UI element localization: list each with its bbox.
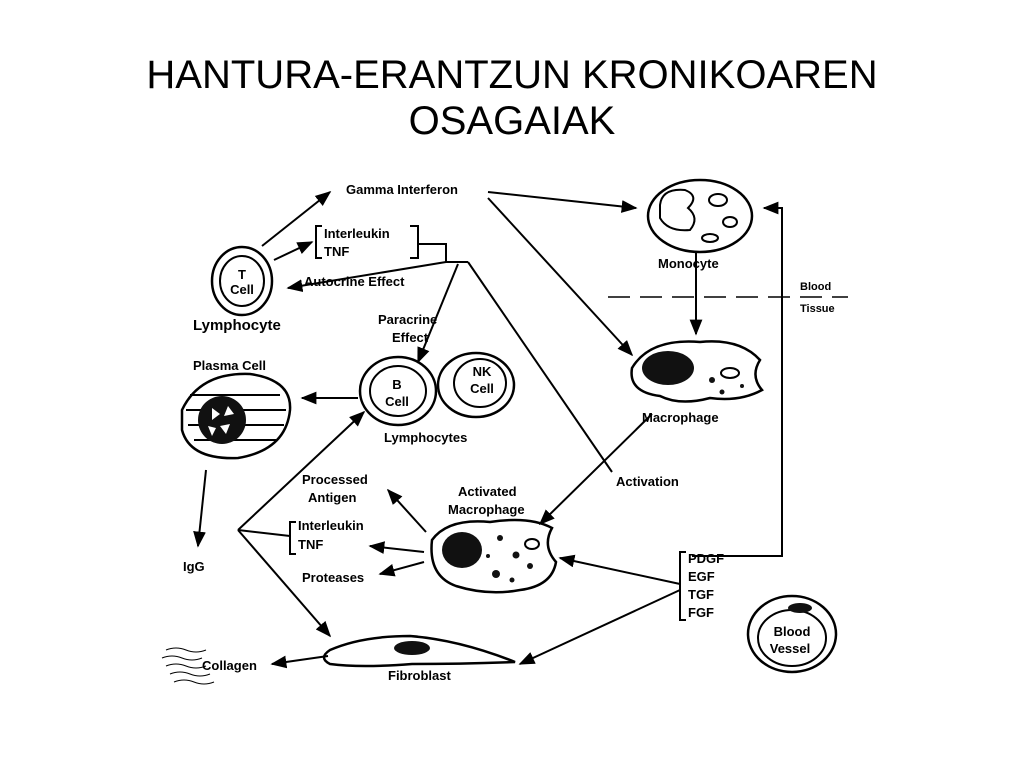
bracket-mid — [289, 521, 296, 555]
b-cell — [358, 355, 438, 427]
label-activation: Activation — [616, 474, 679, 489]
label-tnf-top: TNF — [324, 244, 349, 259]
label-blood-vessel-1: Blood — [774, 624, 811, 639]
t-cell — [210, 245, 274, 317]
label-tissue: Tissue — [800, 303, 835, 315]
collagen-fibers — [161, 647, 215, 685]
label-gamma-interferon: Gamma Interferon — [346, 182, 458, 197]
label-t-cell-t: T — [238, 267, 246, 282]
label-processed-1: Processed — [302, 472, 368, 487]
label-lymphocytes: Lymphocytes — [384, 430, 467, 445]
label-macrophage: Macrophage — [642, 410, 719, 425]
label-fibroblast: Fibroblast — [388, 668, 452, 683]
label-igg: IgG — [183, 559, 205, 574]
label-interleukin-top: Interleukin — [324, 226, 390, 241]
label-t-cell-cell: Cell — [230, 282, 254, 297]
slide-title: HANTURA-ERANTZUN KRONIKOAREN OSAGAIAK — [0, 52, 1024, 144]
label-b-cell-cell: Cell — [385, 394, 409, 409]
label-lymphocyte: Lymphocyte — [193, 317, 281, 334]
connector-arrows — [193, 191, 783, 669]
label-blood: Blood — [800, 281, 831, 293]
fibroblast-cell — [322, 634, 516, 668]
label-monocyte: Monocyte — [658, 256, 719, 271]
label-collagen: Collagen — [202, 658, 257, 673]
label-plasma-cell: Plasma Cell — [193, 358, 266, 373]
label-fgf: FGF — [688, 605, 714, 620]
label-tnf-mid: TNF — [298, 537, 323, 552]
nk-cell — [436, 351, 516, 419]
monocyte-cell — [646, 178, 754, 254]
activated-macrophage-cell — [430, 518, 558, 594]
bracket-top-right — [410, 225, 419, 259]
blood-vessel-cell — [746, 594, 838, 674]
label-proteases: Proteases — [302, 570, 364, 585]
label-activated-2: Macrophage — [448, 502, 525, 517]
label-activated-1: Activated — [458, 484, 517, 499]
label-paracrine-2: Effect — [392, 330, 429, 345]
plasma-cell — [180, 372, 292, 460]
title-line-2: OSAGAIAK — [408, 99, 616, 143]
label-nk-cell-cell: Cell — [470, 381, 494, 396]
bracket-growth-factors — [679, 551, 686, 621]
label-tgf: TGF — [688, 587, 714, 602]
label-egf: EGF — [688, 569, 715, 584]
label-blood-vessel-2: Vessel — [770, 641, 811, 656]
label-interleukin-mid: Interleukin — [298, 518, 364, 533]
label-autocrine-effect: Autocrine Effect — [304, 274, 405, 289]
label-paracrine-1: Paracrine — [378, 312, 437, 327]
label-nk-cell-nk: NK — [473, 364, 492, 379]
title-line-1: HANTURA-ERANTZUN KRONIKOAREN — [146, 53, 878, 97]
bracket-top-left — [315, 225, 322, 259]
label-processed-2: Antigen — [308, 490, 356, 505]
label-b-cell-b: B — [392, 377, 401, 392]
label-pdgf: PDGF — [688, 551, 724, 566]
macrophage-cell — [630, 340, 764, 403]
